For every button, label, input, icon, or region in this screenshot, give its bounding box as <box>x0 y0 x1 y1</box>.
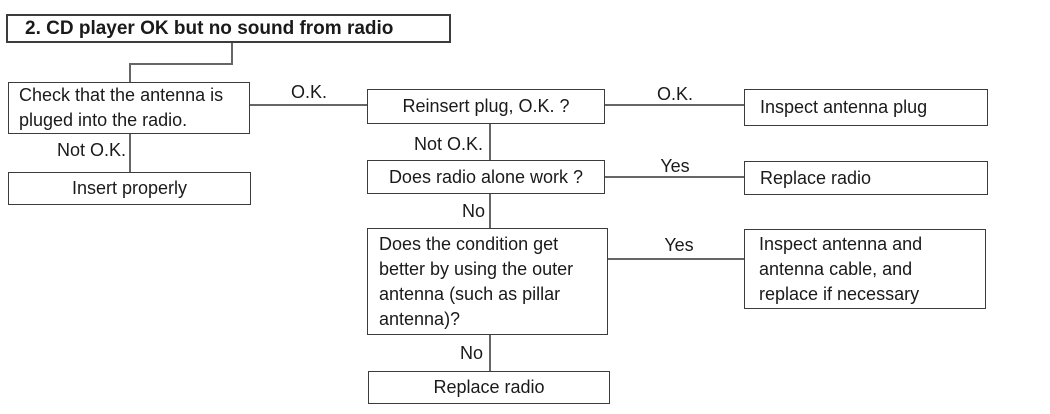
connector-radio-alone-to-replace-1 <box>605 176 744 178</box>
node-outer-antenna-question: Does the condition get better by using t… <box>367 228 608 335</box>
connector-radio-alone-to-outer-antenna <box>489 194 491 228</box>
connector-title-into-check <box>129 63 131 82</box>
node-does-radio-alone-work: Does radio alone work ? <box>367 160 605 194</box>
edge-label-yes-1: Yes <box>660 156 690 176</box>
connector-reinsert-to-inspect-plug <box>605 104 744 106</box>
connector-title-down <box>231 43 233 63</box>
edge-label-not-ok-1: Not O.K. <box>56 140 126 160</box>
flowchart-title-box: 2. CD player OK but no sound from radio <box>6 14 451 43</box>
edge-label-no-2: No <box>459 343 483 363</box>
node-inspect-antenna-plug: Inspect antenna plug <box>744 89 988 126</box>
node-insert-properly: Insert properly <box>8 172 251 205</box>
node-replace-radio-1: Replace radio <box>744 161 988 195</box>
connector-check-to-reinsert <box>250 104 367 106</box>
node-inspect-antenna-cable: Inspect antenna and antenna cable, and r… <box>744 229 986 309</box>
edge-label-not-ok-2: Not O.K. <box>413 134 483 154</box>
edge-label-ok-2: O.K. <box>656 84 693 104</box>
node-replace-radio-2: Replace radio <box>368 371 610 404</box>
edge-label-ok-1: O.K. <box>290 82 327 102</box>
connector-reinsert-to-radio-alone <box>489 124 491 160</box>
node-reinsert-plug: Reinsert plug, O.K. ? <box>367 89 605 124</box>
edge-label-no-1: No <box>461 201 485 221</box>
connector-check-to-insert <box>129 134 131 172</box>
connector-outer-antenna-to-replace-2 <box>489 335 491 371</box>
edge-label-yes-2: Yes <box>664 235 694 255</box>
node-check-antenna: Check that the antenna is pluged into th… <box>8 82 250 134</box>
connector-title-across <box>129 63 233 65</box>
connector-outer-antenna-to-inspect-cable <box>608 258 744 260</box>
